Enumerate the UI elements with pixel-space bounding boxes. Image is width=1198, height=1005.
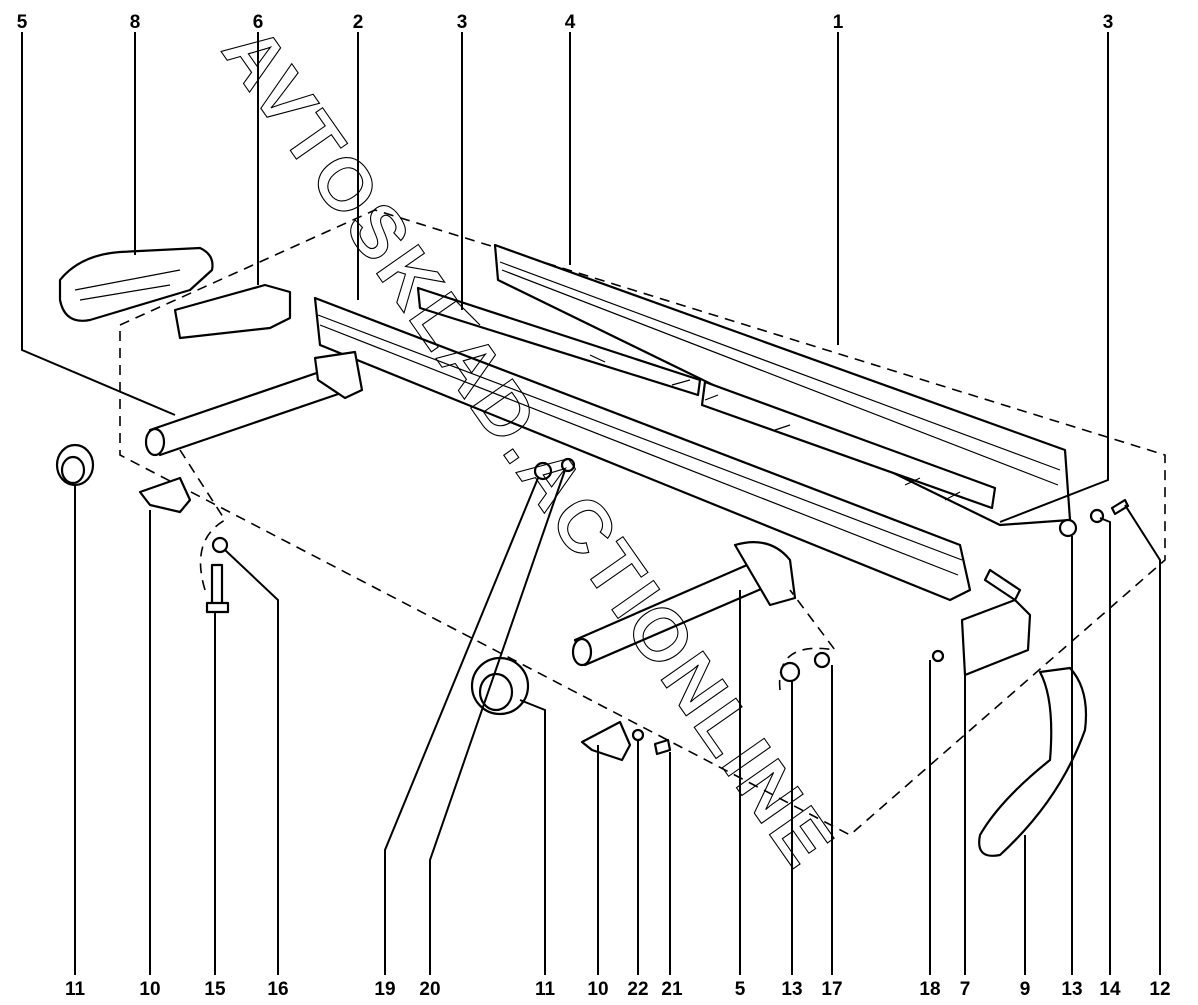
callout-19: 19 [374,979,395,1000]
part-5-right-tube [571,541,797,667]
leader-lines [21,32,1161,975]
part-3-left-bracket [416,286,702,397]
callout-18: 18 [919,979,940,1000]
callout-17: 17 [821,979,842,1000]
part-8-left-end-cap [58,246,214,322]
callout-20: 20 [419,979,440,1000]
callout-13: 13 [781,979,802,1000]
fasteners [205,457,1130,756]
callout-10: 10 [587,979,608,1000]
assembly-outline [119,209,1166,836]
part-3-right-bracket [700,380,997,510]
part-9-right-end-cap [978,666,1088,857]
callout-6: 6 [253,12,264,33]
watermark: AVTOSKLAD.ACTIONLINE [207,12,852,884]
part-6-left-bracket [173,283,292,340]
callout-9: 9 [1020,979,1031,1000]
callout-13: 13 [1061,979,1082,1000]
part-2-bumper-bar [313,296,972,602]
callout-1: 1 [833,12,844,33]
callout-10: 10 [139,979,160,1000]
part-7-right-bracket [960,568,1032,677]
part-11-center-bushing [470,656,530,716]
callouts-top: 5 8 6 2 3 4 1 3 [17,12,1114,33]
part-11-left-bushing [55,443,95,487]
callout-21: 21 [661,979,683,1000]
part-10-right-plate [580,720,632,762]
callout-7: 7 [960,979,971,1000]
part-10-left-plate [138,476,192,514]
part-4-upper-rail [493,243,1072,527]
callout-8: 8 [130,12,141,33]
callout-3: 3 [1103,12,1114,33]
callout-4: 4 [565,12,576,33]
callout-14: 14 [1099,979,1121,1000]
callout-2: 2 [353,12,364,33]
callout-12: 12 [1149,979,1170,1000]
callout-5: 5 [735,979,746,1000]
part-5-left-tube [144,350,364,457]
callouts-bottom: 11 10 15 16 19 20 11 10 22 21 5 13 17 18… [65,979,1171,1000]
callout-15: 15 [204,979,226,1000]
callout-3: 3 [457,12,468,33]
callout-22: 22 [627,979,648,1000]
callout-11: 11 [535,979,556,1000]
callout-5: 5 [17,12,28,33]
callout-11: 11 [65,979,86,1000]
callout-16: 16 [267,979,288,1000]
assembly-arrow-right [778,589,837,691]
